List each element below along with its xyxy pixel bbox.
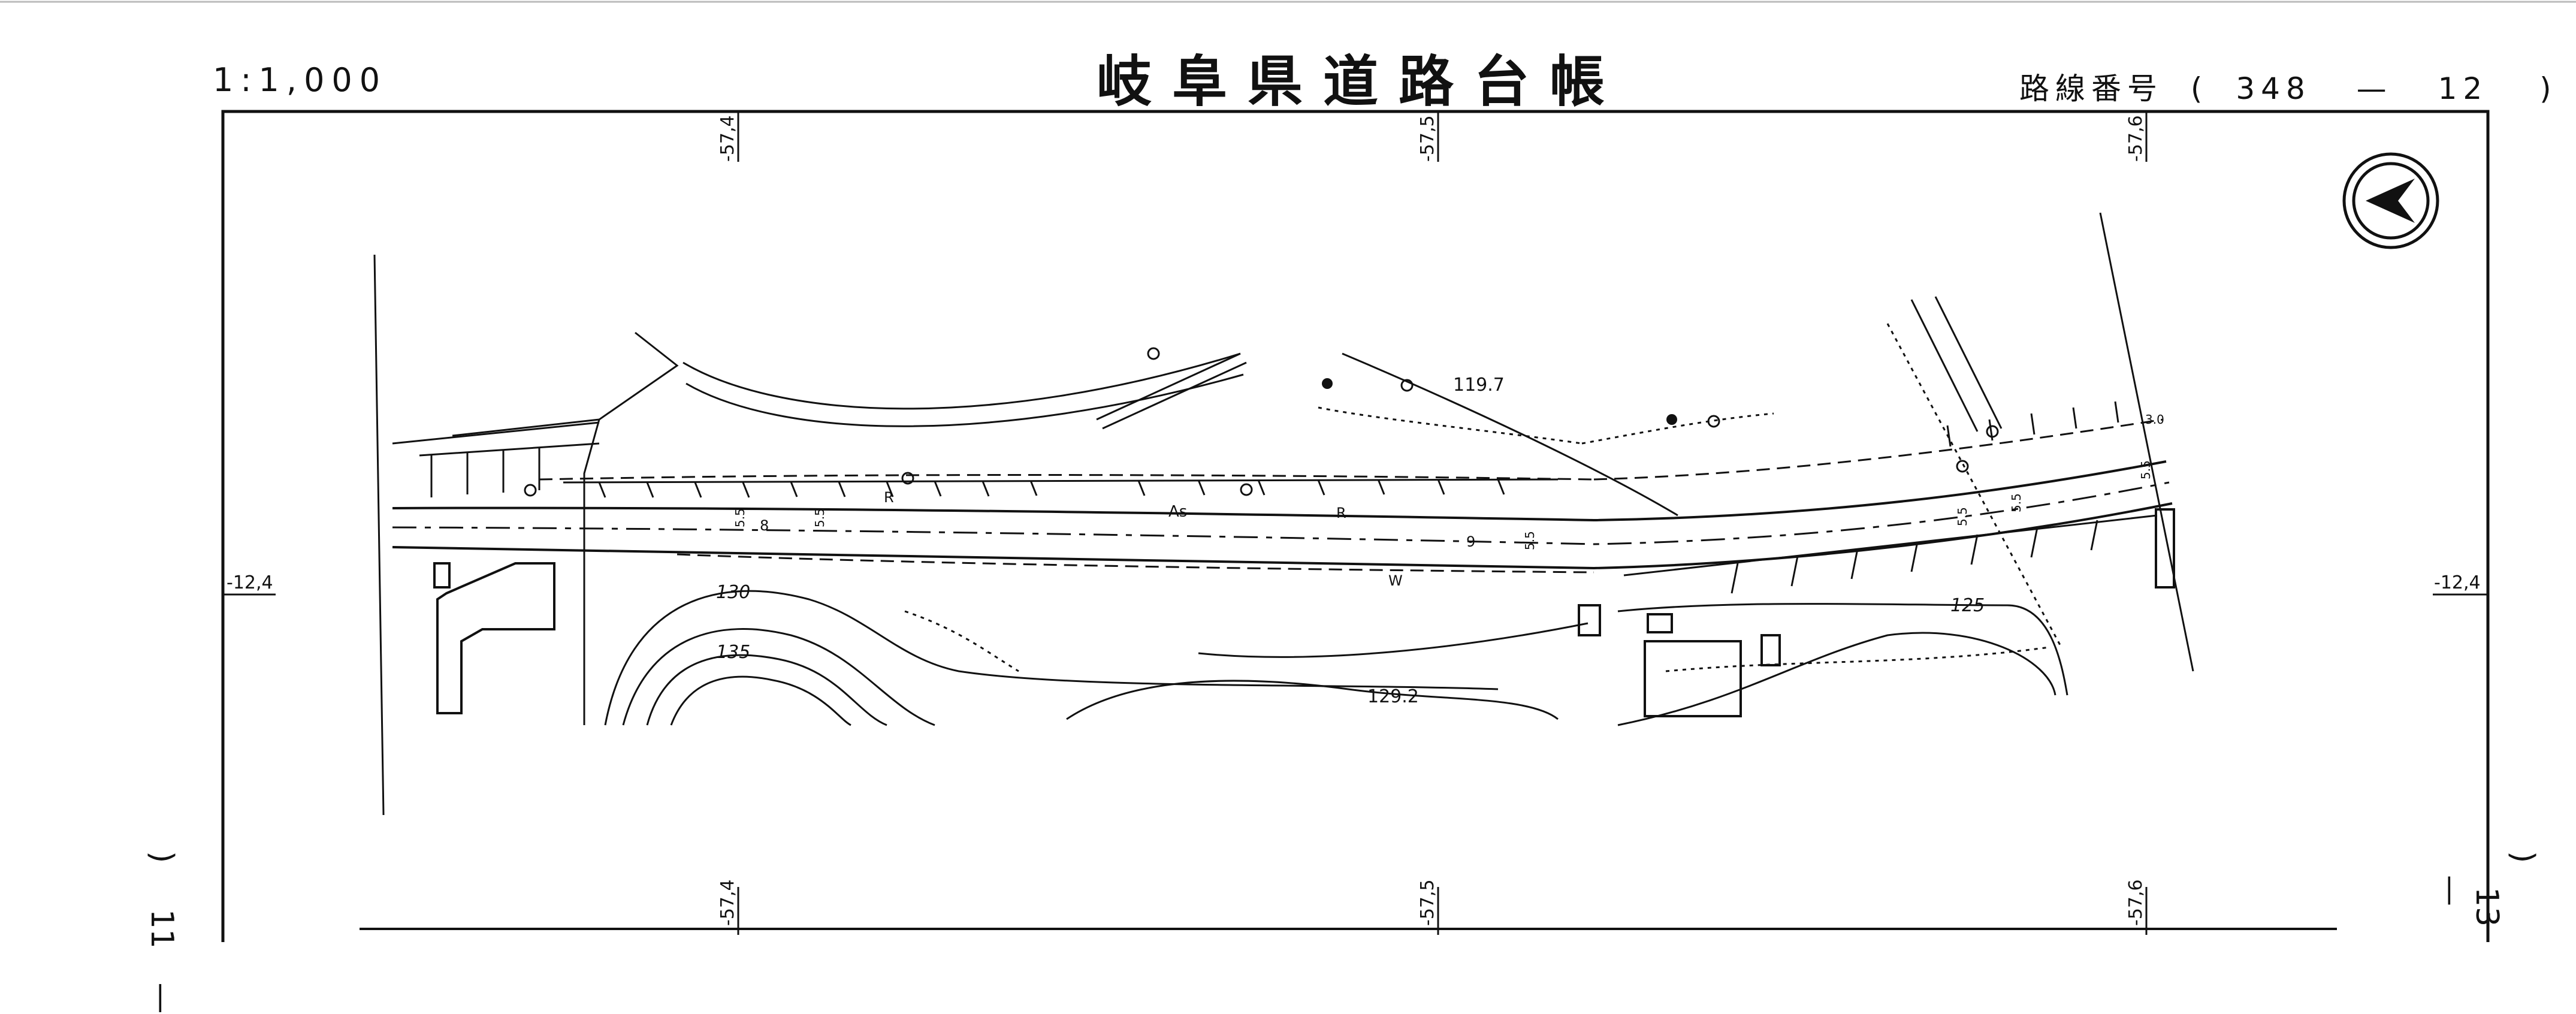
adjacent-sheet-left-dash: — — [144, 982, 180, 1014]
dotted-boundaries — [904, 323, 2062, 672]
pole-symbols — [524, 347, 1999, 497]
route-number: 路線番号 ( 348 — 12 ) — [2019, 65, 2557, 108]
route-label: 路線番号 — [2019, 71, 2163, 106]
map-labels: 130 135 125 129.2 119.7 As R R 8 9 W 5.5… — [716, 375, 2164, 707]
road-edges — [392, 460, 2173, 570]
adjacent-sheet-right-dash: — — [2433, 875, 2469, 906]
route-main-number: 348 — [2236, 71, 2311, 106]
map-frame — [221, 110, 2490, 942]
railway — [392, 296, 2003, 725]
road-width-label-1: 5.5 — [733, 508, 747, 527]
contour-label-130: 130 — [716, 582, 750, 603]
road-marker-r-2: R — [1336, 505, 1346, 521]
buildings — [433, 508, 2175, 717]
road-width-label-4: 5.5 — [1955, 507, 1970, 526]
road-marker-w: W — [1388, 572, 1403, 589]
point-symbols — [1322, 378, 1677, 425]
road-marker-8: 8 — [760, 517, 769, 534]
grid-y-label-right: -12,4 — [2434, 572, 2481, 593]
grid-x-label-bottom-3: -57,6 — [2125, 879, 2146, 926]
route-paren-open: ( — [2190, 71, 2209, 106]
adjacent-sheet-left-paren: ) — [144, 851, 180, 864]
grid-x-label-top-2: -57,5 — [1417, 115, 1438, 162]
road-map: -57,4 -57,5 -57,6 -57,4 -57,5 -57,6 -12,… — [0, 1, 2576, 942]
road-width-label-2: 5.5 — [813, 508, 827, 527]
adjacent-sheet-left-number: 11 — [144, 909, 180, 949]
grid-x-label-bottom-1: -57,4 — [717, 879, 738, 926]
route-dash: — — [2356, 71, 2393, 106]
adjacent-sheet-right-paren: ) — [2505, 851, 2541, 864]
contours — [604, 590, 2068, 726]
adjacent-sheet-left: ) 11 — — [144, 851, 180, 1014]
contour-label-129-2: 129.2 — [1367, 686, 1419, 707]
north-arrow-icon — [2342, 152, 2439, 249]
road-width-label-5: 5.5 — [2009, 493, 2024, 512]
adjacent-sheet-right-number: 13 — [2469, 887, 2505, 927]
road-marker-9: 9 — [1466, 533, 1475, 550]
grid-y-label-left: -12,4 — [227, 572, 273, 593]
grid-ticks — [223, 111, 2488, 935]
adjacent-sheet-right: ) 13 — — [2433, 851, 2541, 927]
road-centerline — [392, 481, 2170, 545]
road-marker-r-1: R — [884, 489, 894, 506]
road-width-label-6: 5.5 — [2139, 460, 2153, 479]
road-width-label-3: 5.5 — [1523, 531, 1537, 550]
road-surface-label: As — [1168, 503, 1187, 521]
grid-x-label-top-3: -57,6 — [2125, 115, 2146, 162]
elevation-point-label: 119.7 — [1453, 375, 1505, 396]
contour-label-135: 135 — [716, 642, 750, 663]
map-scale: 1:1,000 — [213, 61, 388, 99]
slope-hatches — [419, 401, 2158, 594]
grid-x-label-top-1: -57,4 — [717, 115, 738, 162]
contour-label-125: 125 — [1950, 595, 1985, 616]
road-shoulders — [539, 418, 2164, 574]
map-extent — [373, 212, 2194, 816]
grid-x-label-bottom-2: -57,5 — [1417, 879, 1438, 926]
route-section: 12 — [2438, 71, 2489, 106]
route-paren-close: ) — [2539, 71, 2557, 106]
road-width-label-7: 3.0 — [2145, 412, 2164, 427]
page-title: 岐阜県道路台帳 — [1097, 50, 1626, 114]
